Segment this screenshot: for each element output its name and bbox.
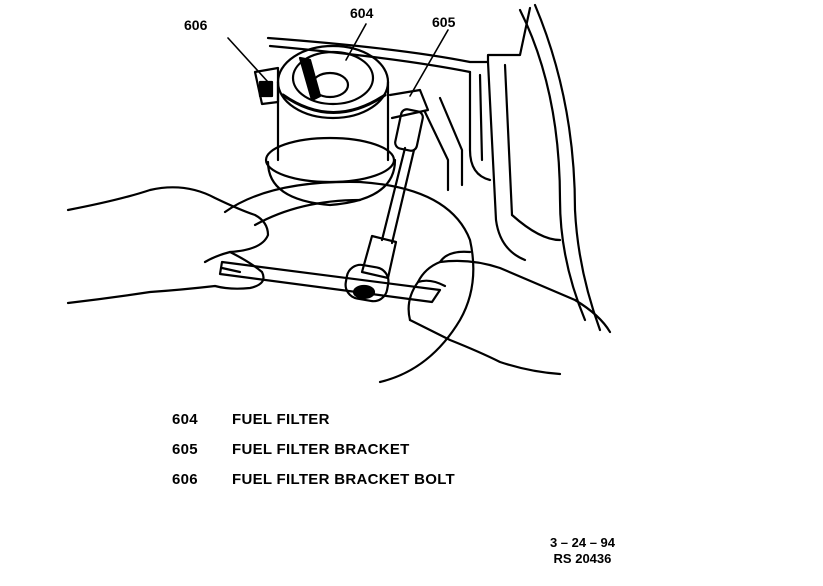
ratchet-handle (218, 260, 442, 304)
legend-number: 605 (172, 441, 198, 458)
legend-item: 605 FUEL FILTER BRACKET (172, 441, 455, 471)
left-hand (66, 186, 270, 305)
legend-number: 606 (172, 471, 198, 488)
legend-text: FUEL FILTER BRACKET BOLT (232, 471, 456, 488)
figure-date: 3 – 24 – 94 (549, 535, 615, 550)
figure-reference: 3 – 24 – 94 RS 20436 (550, 535, 615, 567)
fuel-filter-removal-illustration (66, 3, 612, 384)
socket-extension (344, 108, 424, 303)
fuel-filter-bracket (388, 88, 430, 120)
right-hand (407, 250, 612, 376)
legend-item: 606 FUEL FILTER BRACKET BOLT (172, 471, 455, 501)
callout-604: 604 (350, 5, 374, 21)
bracket-bolt (253, 66, 280, 106)
legend-text: FUEL FILTER (232, 411, 330, 428)
fuel-filter (264, 44, 397, 207)
legend-item: 604 FUEL FILTER (172, 411, 455, 441)
callout-605: 605 (432, 14, 456, 30)
figure-code: RS 20436 (553, 551, 612, 566)
legend-text: FUEL FILTER BRACKET (232, 441, 410, 458)
housing-inner-line (253, 198, 362, 227)
legend-number: 604 (172, 411, 198, 428)
callout-606: 606 (184, 17, 208, 33)
parts-legend: 604 FUEL FILTER 605 FUEL FILTER BRACKET 60… (172, 411, 455, 501)
housing-outline (223, 180, 475, 384)
leader-lines (227, 23, 449, 97)
engine-structure (266, 3, 602, 332)
